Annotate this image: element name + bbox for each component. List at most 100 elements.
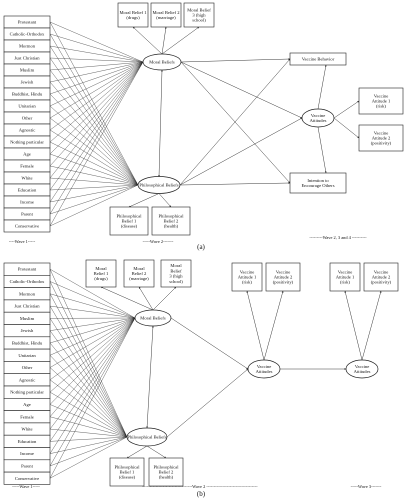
vaccine-attitude-box-w2 xyxy=(231,262,263,292)
moral-belief-box-a-label: Moral Belief 2(marriage) xyxy=(152,10,180,20)
path-arrow xyxy=(179,182,291,186)
vaccine-attitude-box-w2-label-line: Attitude 1 xyxy=(238,275,257,280)
path-line xyxy=(49,45,144,63)
moral-belief-box-a-label: Moral Belief 1(drugs) xyxy=(119,10,147,20)
path-line xyxy=(49,404,128,438)
predictor-box-b-label-line: Muslim xyxy=(20,316,35,321)
path-arrow xyxy=(166,368,249,438)
path-line xyxy=(49,153,139,186)
moral-belief-box-b-label-line: Belief xyxy=(170,268,182,273)
path-arrow xyxy=(180,61,291,184)
philosophical-beliefs-b-label-line: Philosophical Beliefs xyxy=(127,435,166,440)
vaccine-attitude-box-w3-label-line: (risk) xyxy=(340,280,350,285)
moral-belief-box-b-label-line: school) xyxy=(169,279,183,284)
vaccine-attitude-box-w2-label-line: (risk) xyxy=(242,280,252,285)
predictor-box-b-label: Catholic-Orthodox xyxy=(10,279,45,284)
predictor-box-a-label-line: Unitarian xyxy=(18,104,36,109)
moral-belief-box-a-label-line: Moral Belief 1 xyxy=(119,10,147,15)
path-line xyxy=(49,330,128,438)
moral-belief-box-a xyxy=(117,2,149,28)
predictor-box-a-label-line: Jewish xyxy=(21,80,34,85)
path-line xyxy=(49,21,139,186)
path-line xyxy=(49,281,136,319)
path-arrow xyxy=(180,61,303,119)
panel-label-b: (b) xyxy=(197,490,206,498)
path-line xyxy=(49,61,144,227)
path-line xyxy=(49,317,136,467)
path-arrow xyxy=(317,64,327,110)
predictor-box-a-label-line: Agnostic xyxy=(19,128,36,133)
vaccine-behavior-box-label-line: Vaccine Behavior xyxy=(302,57,335,62)
predictor-box-a-label-line: Parent xyxy=(21,212,33,217)
moral-belief-box-a-label-line: 3 (high xyxy=(192,13,206,18)
wave2-label-b-line: ----------------------------------Wave 2… xyxy=(142,484,258,489)
predictor-box-b-label-line: Agnostic xyxy=(19,377,36,382)
path-line xyxy=(49,61,144,119)
path-line xyxy=(49,93,139,186)
vaccine-attitude-box-a-label-line: (positivity) xyxy=(371,141,392,146)
correlation-arrow xyxy=(146,325,154,429)
panel-label-a: (a) xyxy=(197,243,205,251)
predictor-box-b-label: Unitarian xyxy=(18,353,36,358)
path-line xyxy=(49,61,144,71)
philosophical-belief-box-b xyxy=(148,457,184,487)
philosophical-belief-box-a xyxy=(151,206,191,236)
path-line xyxy=(49,317,136,454)
path-arrow xyxy=(180,58,291,63)
vaccine-attitudes-a xyxy=(301,108,335,128)
path-line xyxy=(49,428,128,438)
loading-arrow xyxy=(161,26,167,55)
vaccine-attitudes-w2-label-line: Attitudes xyxy=(256,369,273,374)
predictor-box-b-label: Income xyxy=(20,451,34,456)
wave1-label-a-line: ----Wave 1----- xyxy=(9,239,36,244)
path-line xyxy=(49,69,139,186)
wave2-label-b: ----------------------------------Wave 2… xyxy=(142,484,258,489)
path-line xyxy=(49,61,144,179)
predictor-box-b-label-line: Parent xyxy=(21,463,33,468)
predictor-box-a-label: Catholic-Orthodox xyxy=(10,32,45,37)
moral-belief-box-b xyxy=(123,259,155,288)
predictor-box-b-label-line: Unitarian xyxy=(18,353,36,358)
vaccine-attitude-box-w2-label-line: Attitude 2 xyxy=(274,275,293,280)
moral-belief-box-b-label-line: Moral xyxy=(133,266,145,271)
path-line xyxy=(49,293,136,319)
moral-belief-box-b-label-line: (marriage) xyxy=(129,276,149,281)
philosophical-beliefs-b xyxy=(126,427,168,447)
wave2-label-a: -----Wave 2------- xyxy=(143,239,174,244)
path-line xyxy=(49,436,128,479)
moral-belief-box-b-label-line: (drugs) xyxy=(94,276,108,281)
philosophical-beliefs-a-label: Philosophical Beliefs xyxy=(139,183,178,188)
vaccine-attitudes-w3-label-line: Attitudes xyxy=(354,369,371,374)
path-line xyxy=(49,317,136,479)
philosophical-beliefs-a xyxy=(137,176,181,194)
path-line xyxy=(49,317,136,405)
predictor-box-b-label-line: Female xyxy=(20,414,34,419)
path-line xyxy=(49,61,144,191)
path-line xyxy=(49,305,136,319)
vaccine-attitude-box-a-label-line: (risk) xyxy=(376,104,386,109)
vaccine-attitude-box-w2 xyxy=(265,262,301,292)
intention-box xyxy=(289,172,347,194)
path-line xyxy=(49,317,136,430)
vaccine-attitude-box-w3-label-line: Attitude 1 xyxy=(336,275,355,280)
path-line xyxy=(49,317,136,331)
path-line xyxy=(49,33,144,63)
philosophical-beliefs-b-label: Philosophical Beliefs xyxy=(127,435,166,440)
predictor-box-b-label-line: Education xyxy=(18,439,37,444)
loading-arrow xyxy=(126,445,148,459)
path-line xyxy=(49,317,136,356)
predictor-box-a-label: Other xyxy=(22,116,33,121)
path-line xyxy=(49,317,136,368)
predictor-box-b-label-line: Jewish xyxy=(21,328,34,333)
philosophical-belief-box-a xyxy=(109,206,149,236)
predictor-box-a-label: Unitarian xyxy=(18,104,36,109)
predictor-box-b-label-line: Mormon xyxy=(19,291,36,296)
vaccine-attitude-box-a-label-line: Vaccine xyxy=(374,130,389,135)
